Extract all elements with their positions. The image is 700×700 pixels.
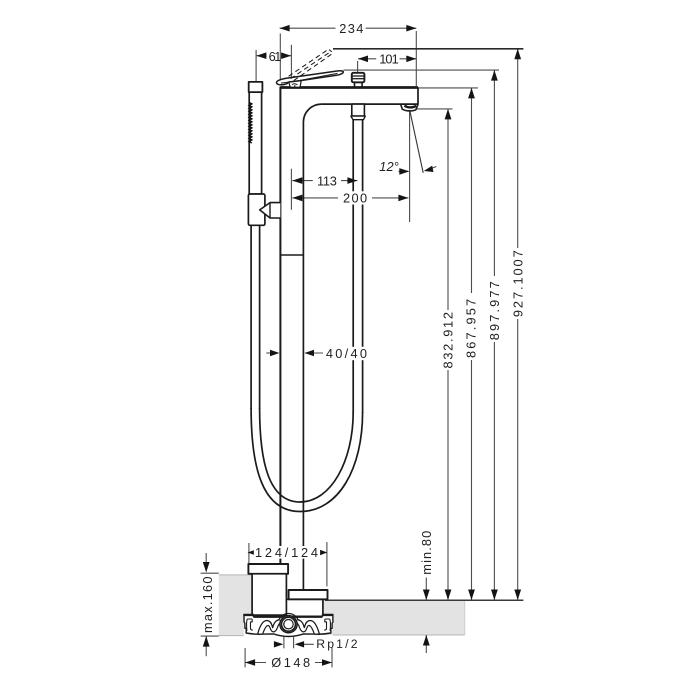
svg-text:Rp1/2: Rp1/2 xyxy=(316,637,358,651)
svg-text:927.1007: 927.1007 xyxy=(510,250,525,317)
svg-text:234: 234 xyxy=(339,21,363,36)
svg-text:Ø148: Ø148 xyxy=(271,655,310,670)
svg-text:40/40: 40/40 xyxy=(326,346,367,361)
svg-text:832.912: 832.912 xyxy=(441,312,456,369)
svg-text:897.977: 897.977 xyxy=(487,281,502,340)
svg-text:min.80: min.80 xyxy=(419,531,434,575)
svg-text:867.957: 867.957 xyxy=(464,299,479,358)
svg-text:113: 113 xyxy=(317,173,337,188)
svg-text:61: 61 xyxy=(269,49,282,64)
svg-text:max.160: max.160 xyxy=(200,577,215,634)
svg-text:12°: 12° xyxy=(379,159,398,174)
svg-text:101: 101 xyxy=(379,52,399,67)
svg-text:200: 200 xyxy=(343,191,367,206)
svg-text:124/124: 124/124 xyxy=(255,545,318,560)
